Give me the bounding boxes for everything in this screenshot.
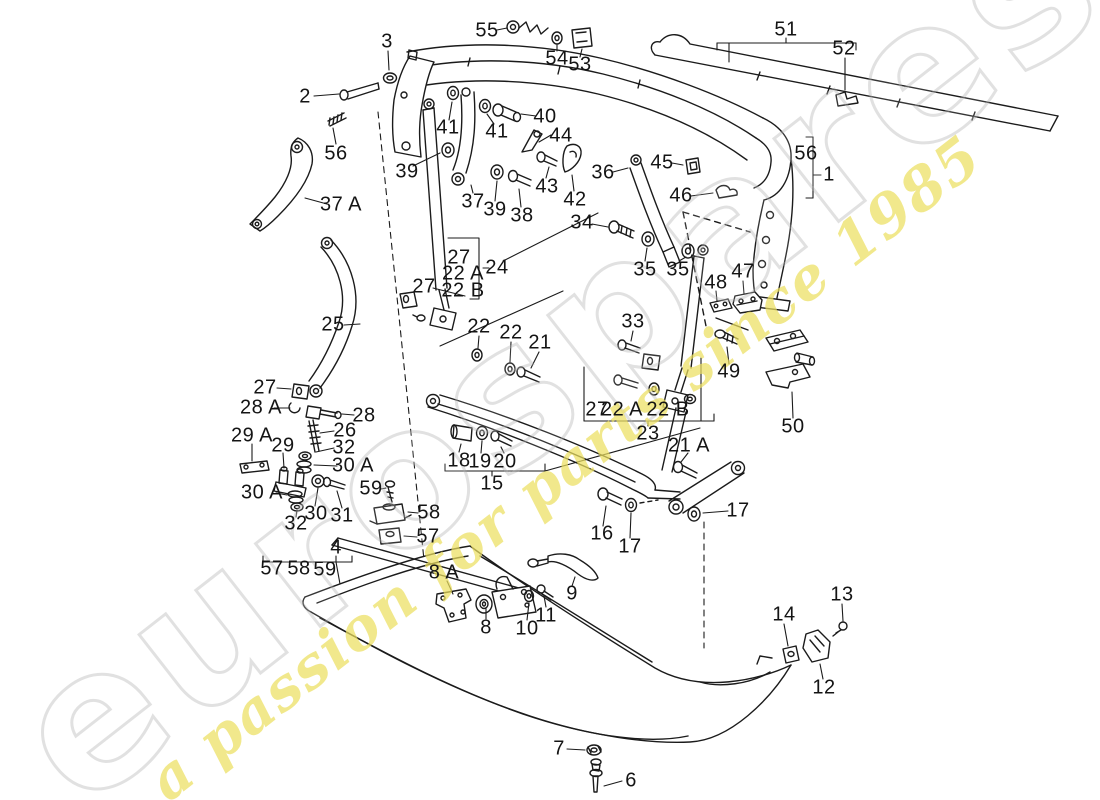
top-rail bbox=[650, 34, 1059, 132]
arm-37a bbox=[249, 137, 314, 232]
bottom-right-hardware bbox=[586, 621, 848, 793]
bow-15 bbox=[425, 393, 746, 522]
latch-hardware bbox=[435, 553, 599, 623]
hinge-hardware bbox=[682, 211, 816, 389]
strut-b bbox=[661, 244, 709, 473]
hinge-cluster bbox=[239, 383, 346, 512]
top-hardware bbox=[327, 20, 859, 259]
header-frame bbox=[406, 44, 794, 312]
arm-36 bbox=[629, 154, 681, 268]
brackets-and-leaders bbox=[251, 27, 857, 787]
strut-a bbox=[399, 98, 457, 331]
bow-bolts bbox=[471, 348, 541, 383]
corner-member bbox=[391, 49, 435, 158]
mounts bbox=[369, 480, 412, 545]
bow-25 bbox=[308, 236, 357, 398]
group-23-hardware bbox=[613, 339, 697, 405]
lower-panel bbox=[302, 537, 792, 743]
